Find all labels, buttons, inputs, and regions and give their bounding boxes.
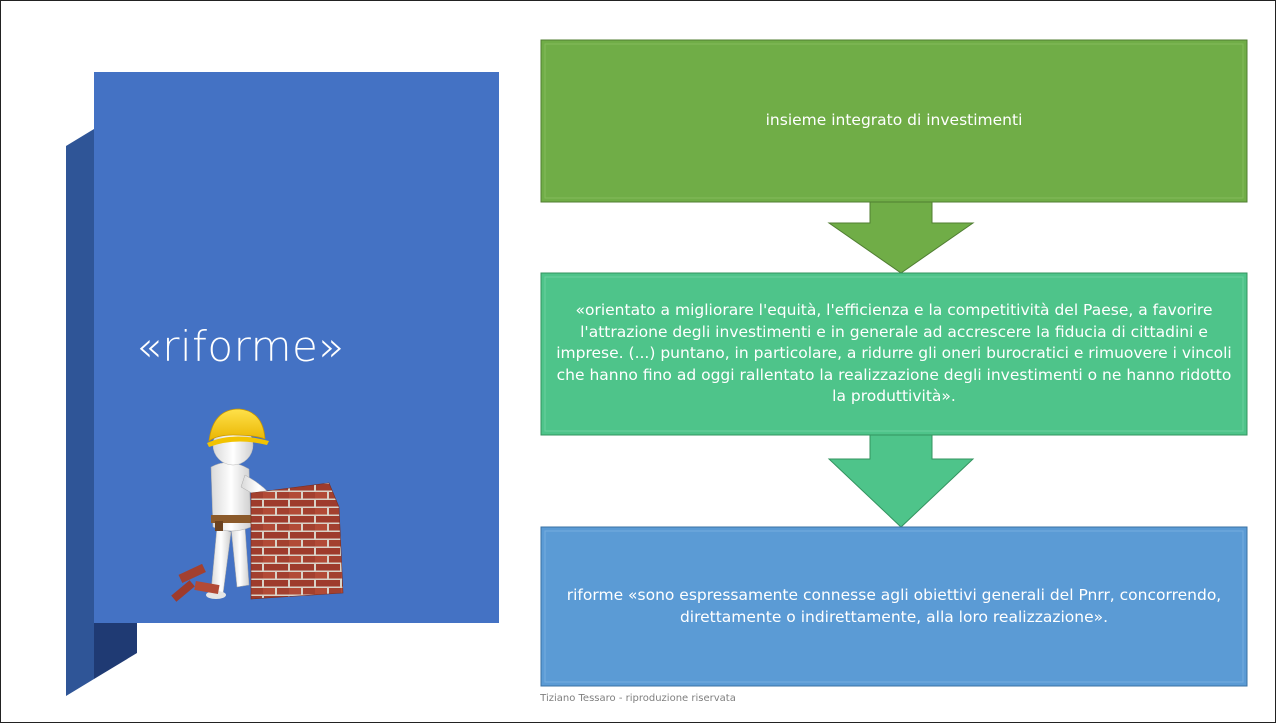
flow-box-2: [540, 272, 1248, 436]
flow-box-3-text: riforme «sono espressamente connesse agl…: [566, 586, 1222, 626]
title-panel: «riforme»: [94, 72, 499, 623]
footer-credit: Tiziano Tessaro - riproduzione riservata: [540, 693, 736, 704]
flow-box-3: [540, 526, 1248, 687]
bricklayer-icon: [171, 408, 344, 602]
flow-box-1-text: insieme integrato di investimenti: [765, 111, 1023, 130]
slide-title: «riforme»: [136, 322, 345, 371]
flow-arrow-1: [827, 201, 975, 274]
flow-box-2-text: «orientato a migliorare l'equità, l'effi…: [556, 301, 1232, 406]
flow-arrow-2: [827, 434, 975, 528]
